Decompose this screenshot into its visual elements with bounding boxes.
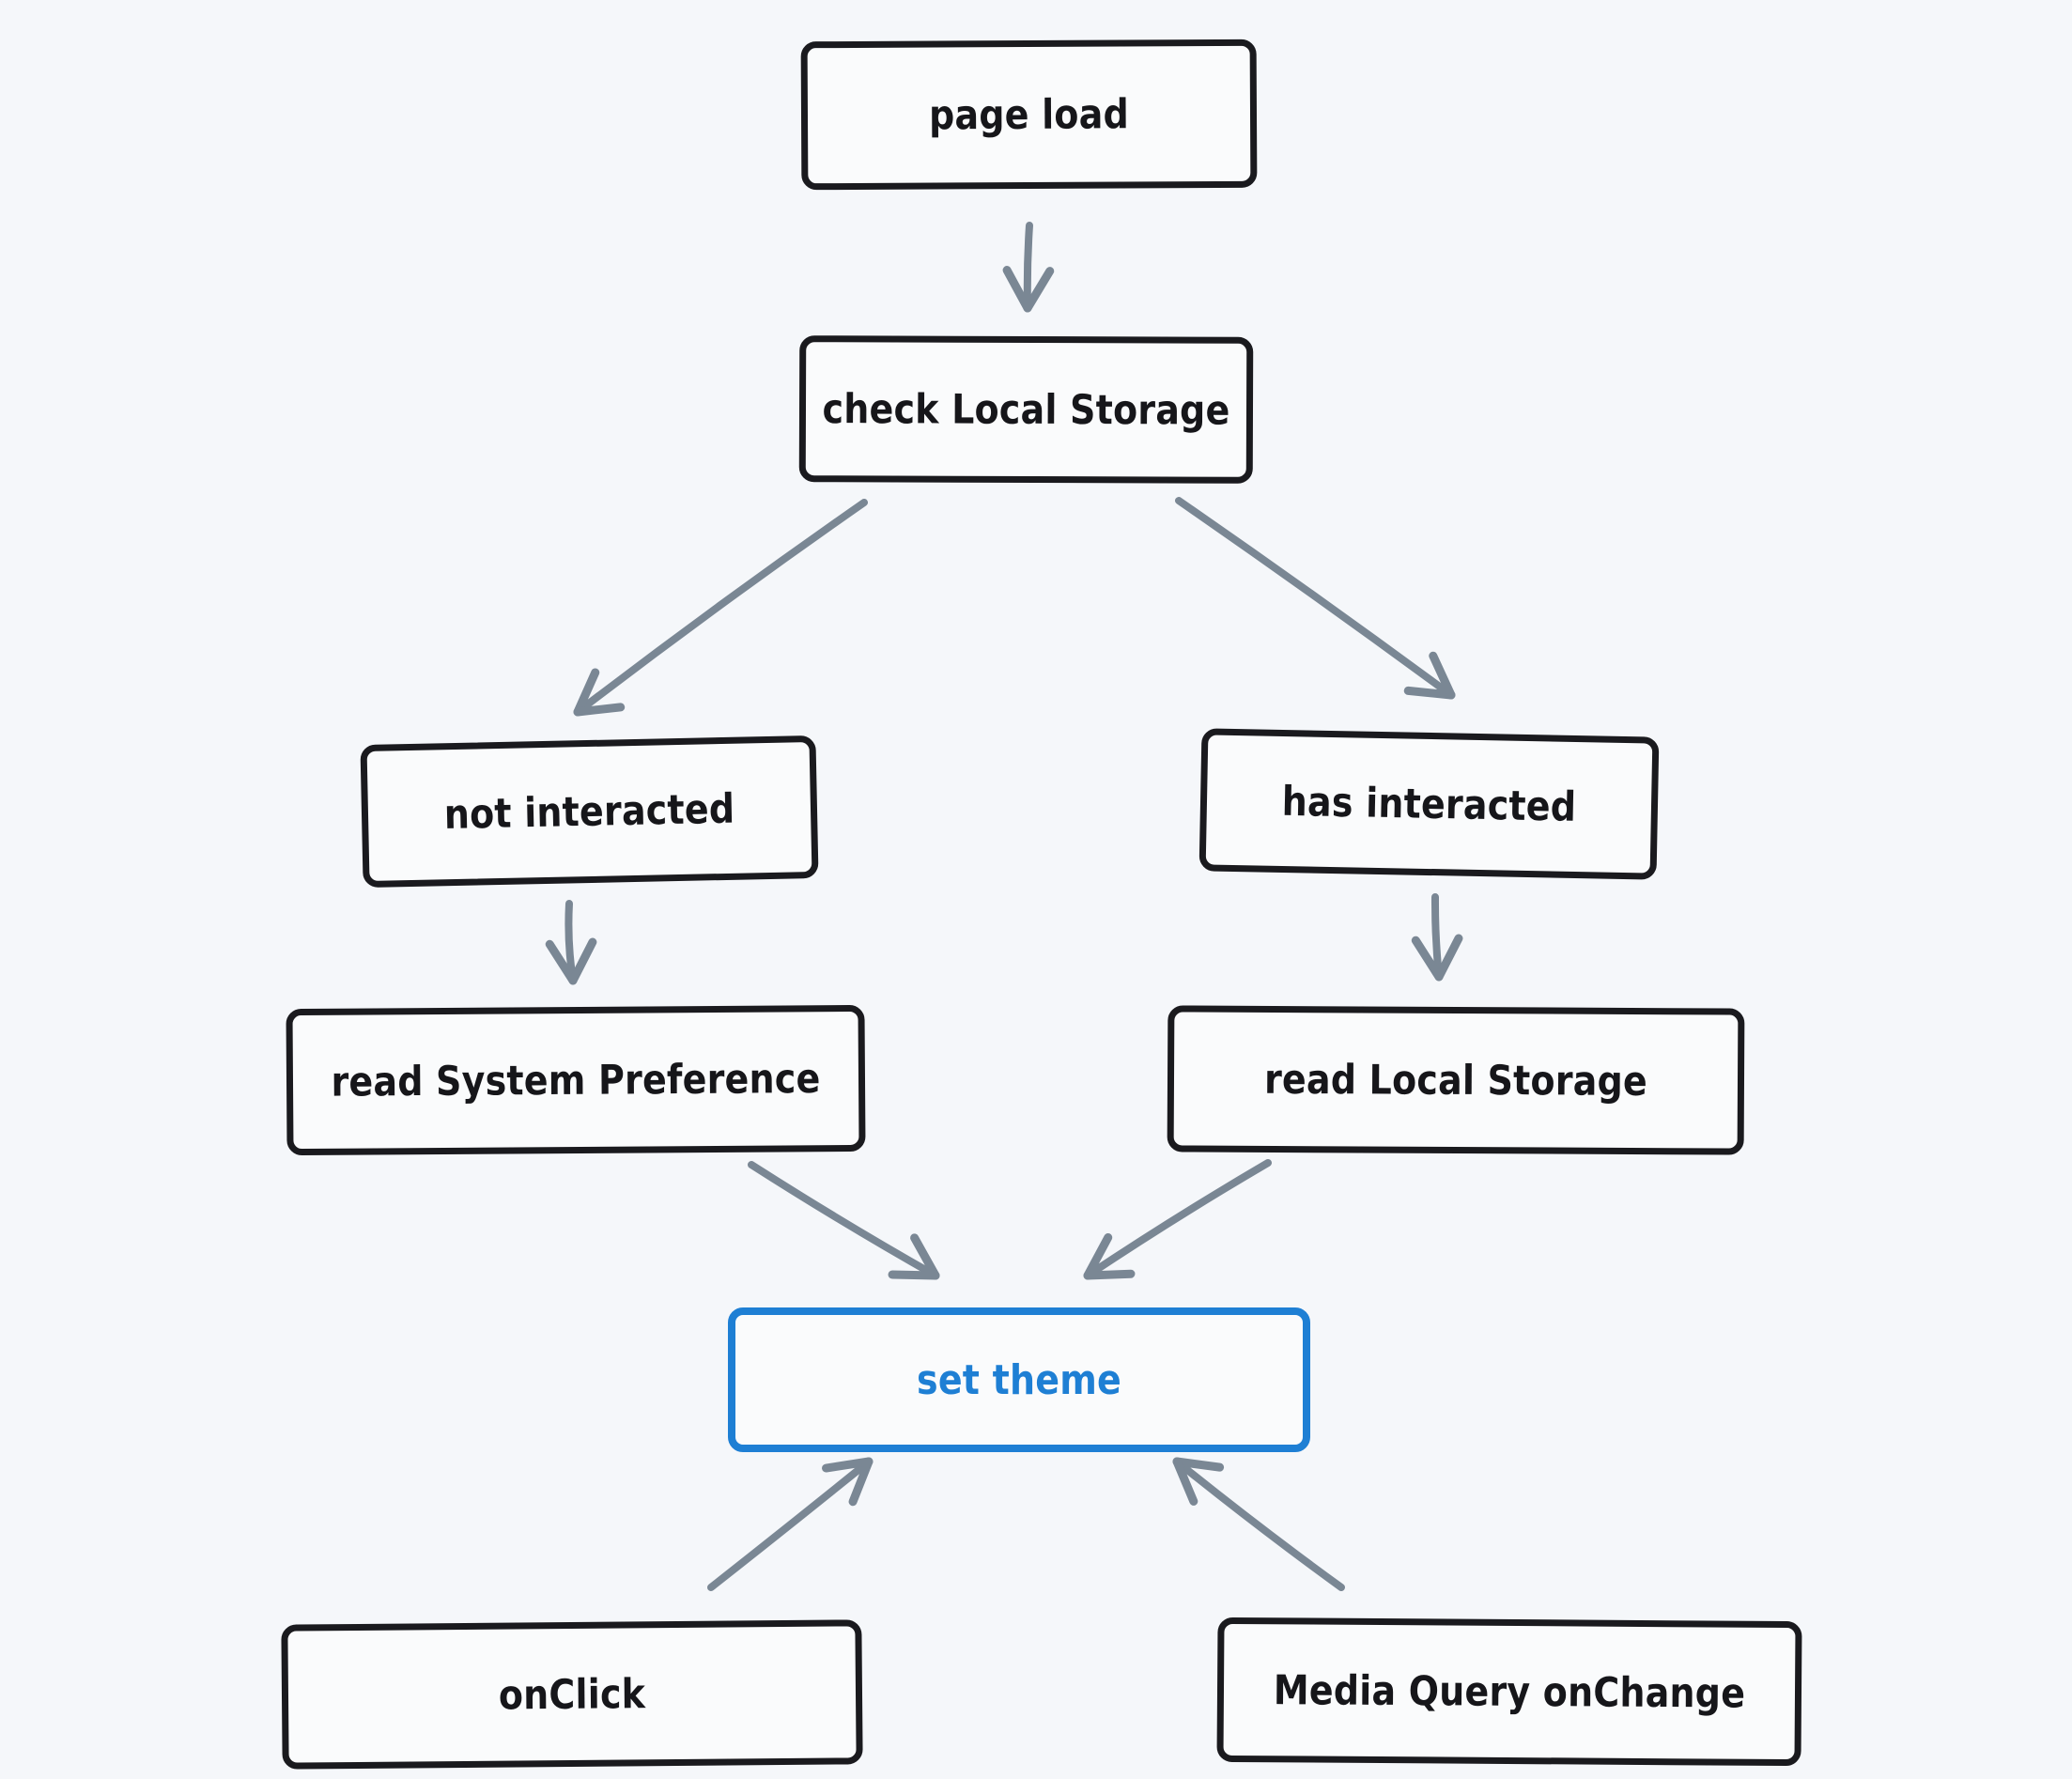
edge-e-readsys-settheme [748,1161,940,1280]
node-set-theme[interactable]: set theme [728,1307,1310,1452]
node-label: check Local Storage [822,385,1230,434]
node-label: set theme [917,1355,1121,1404]
edge-line [1084,1159,1272,1279]
node-check-local-storage[interactable]: check Local Storage [798,335,1254,484]
edge-e-onclick-settheme [707,1457,874,1591]
arrowhead-stroke-0 [1002,266,1032,313]
arrowhead-stroke-1 [910,1233,940,1280]
edge-line [1173,1458,1345,1591]
edge-e-hasint-readls [1411,893,1463,982]
node-label: Media Query onChange [1273,1666,1746,1717]
node-page-load[interactable]: page load [800,39,1258,191]
node-onclick[interactable]: onClick [281,1619,863,1770]
arrowhead-stroke-0 [1172,1457,1225,1472]
edge-line [574,499,868,716]
arrowhead-stroke-1 [822,1457,874,1473]
node-label: has interacted [1281,777,1577,831]
arrowhead-stroke-1 [573,703,626,717]
edge-e-notint-readsys [545,900,597,985]
arrowhead-stroke-0 [1403,686,1456,700]
arrowhead-stroke-0 [1411,936,1444,982]
arrowhead-stroke-1 [1434,934,1463,982]
arrowhead-stroke-1 [568,937,597,985]
node-label: read System Preference [331,1055,821,1106]
arrowhead-stroke-1 [1429,651,1456,700]
arrowhead-stroke-1 [1083,1269,1136,1280]
edge-line [748,1161,939,1279]
arrowhead-stroke-1 [1023,267,1055,313]
edge-e-mediaquery-settheme [1172,1457,1345,1591]
arrowhead-stroke-0 [545,939,578,985]
edge-e-checkls-notint [573,499,868,717]
edge-line [1175,497,1455,699]
edge-line [1023,222,1033,312]
node-label: not interacted [443,784,735,839]
arrowhead-stroke-0 [573,668,600,717]
edge-e-checkls-hasint [1175,497,1456,700]
node-label: onClick [498,1670,646,1719]
edge-e-pageload-checkls [1002,222,1055,313]
arrowhead-stroke-0 [1083,1232,1113,1280]
node-label: read Local Storage [1263,1055,1648,1106]
node-read-local-storage[interactable]: read Local Storage [1167,1005,1745,1155]
node-read-system-preference[interactable]: read System Preference [286,1004,866,1156]
node-has-interacted[interactable]: has interacted [1198,728,1660,880]
edge-e-readls-settheme [1083,1159,1272,1280]
edge-line [564,900,577,984]
arrowhead-stroke-1 [1172,1457,1198,1506]
arrowhead-stroke-0 [848,1457,874,1507]
edge-line [1430,893,1443,981]
arrowhead-stroke-0 [888,1270,940,1280]
node-not-interacted[interactable]: not interacted [360,735,819,889]
edge-line [707,1458,873,1591]
node-media-query-onchange[interactable]: Media Query onChange [1216,1617,1802,1767]
node-label: page load [928,90,1130,139]
